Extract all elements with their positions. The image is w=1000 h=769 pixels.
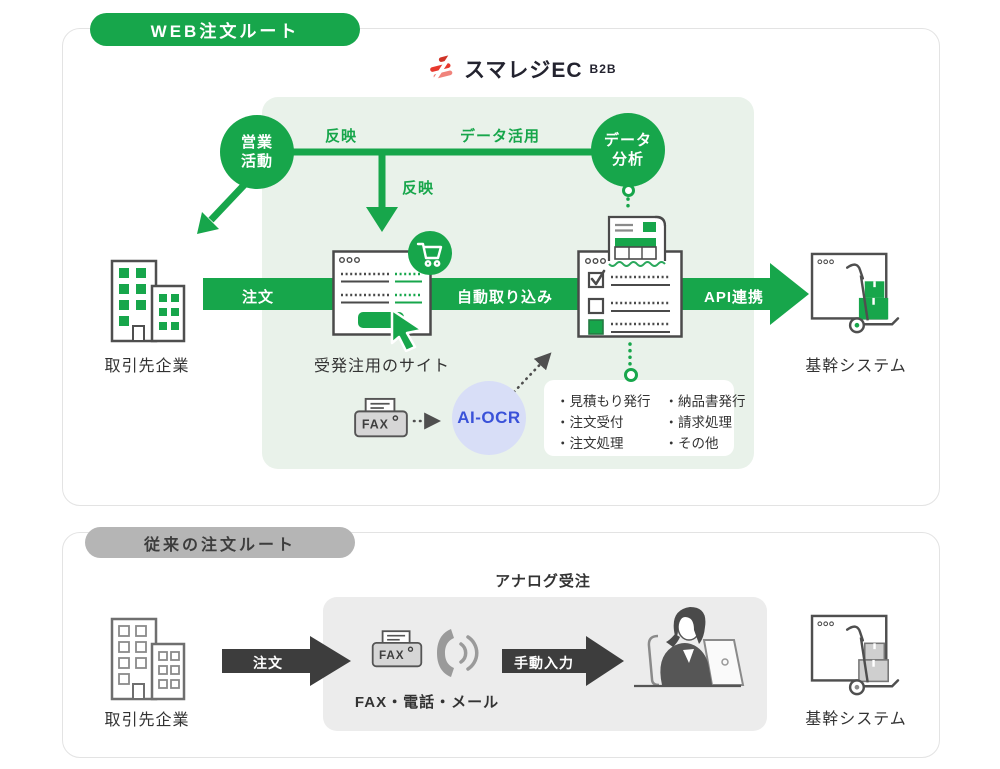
analog-order-label: アナログ受注 <box>495 573 591 590</box>
core-system-icon-top <box>810 252 900 334</box>
connector-ring-list <box>624 368 638 382</box>
feature-item: ・注文受付 <box>556 415 624 430</box>
cart-icon <box>408 231 452 275</box>
data-analysis-line1: データ <box>603 132 652 149</box>
data-analysis-node: データ 分析 <box>591 113 665 187</box>
core-system-label-top: 基幹システム <box>805 358 907 375</box>
client-label-top: 取引先企業 <box>104 358 190 375</box>
feature-item: ・納品書発行 <box>664 394 746 409</box>
feature-item: ・注文処理 <box>556 436 624 451</box>
fax-text-top: FAX <box>362 418 389 432</box>
logo-suffix-text: B2B <box>589 62 617 76</box>
sales-activity-node: 営業 活動 <box>220 115 294 189</box>
ai-ocr-node: AI-OCR <box>452 381 526 455</box>
auto-import-band-label: 自動取り込み <box>456 289 553 306</box>
feature-item: ・見積もり発行 <box>556 394 651 409</box>
feature-list-box: ・見積もり発行 ・注文受付 ・注文処理 ・納品書発行 ・請求処理 ・その他 <box>544 380 746 456</box>
smaregi-logo-icon <box>429 53 454 85</box>
core-system-label-legacy: 基幹システム <box>805 711 907 728</box>
logo-brand-text: スマレジEC <box>464 59 583 82</box>
legacy-route-pill: 従来の注文ルート <box>85 527 355 558</box>
fax-icon-legacy: FAX <box>371 630 423 668</box>
phone-icon <box>437 629 479 677</box>
manual-input-label: 手動入力 <box>514 655 574 671</box>
web-route-pill: WEB注文ルート <box>90 13 360 46</box>
feature-col-2: ・納品書発行 ・請求処理 ・その他 <box>665 391 746 456</box>
ai-ocr-label: AI-OCR <box>457 408 521 427</box>
feature-item: ・その他 <box>664 436 719 451</box>
client-buildings-icon-legacy <box>110 617 186 701</box>
data-use-label: データ活用 <box>459 128 540 145</box>
cursor-icon <box>390 308 424 352</box>
sales-activity-line2: 活動 <box>240 153 273 170</box>
connector-ring-top <box>622 184 635 197</box>
feature-col-1: ・見積もり発行 ・注文受付 ・注文処理 <box>556 391 651 456</box>
channels-label: FAX・電話・メール <box>354 694 500 711</box>
feature-item: ・請求処理 <box>664 415 733 430</box>
data-analysis-line2: 分析 <box>611 151 644 168</box>
fax-icon-top: FAX <box>354 397 408 438</box>
client-label-legacy: 取引先企業 <box>104 712 190 729</box>
api-band-label: API連携 <box>703 289 764 306</box>
client-buildings-icon <box>110 259 186 343</box>
brand-logo: スマレジEC B2B <box>427 52 617 86</box>
receipt-icon <box>607 215 669 272</box>
core-system-icon-legacy <box>810 614 900 696</box>
order-band-label: 注文 <box>241 289 274 306</box>
legacy-route-pill-label: 従来の注文ルート <box>143 536 296 554</box>
web-route-pill-label: WEB注文ルート <box>150 22 300 41</box>
reflect-top-label: 反映 <box>324 128 357 145</box>
sales-activity-line1: 営業 <box>240 134 273 151</box>
reflect-down-label: 反映 <box>401 180 434 197</box>
operator-person-icon <box>634 607 745 688</box>
order-site-label: 受発注用のサイト <box>313 358 450 375</box>
fax-text-legacy: FAX <box>379 649 404 662</box>
order-label-legacy: 注文 <box>253 655 283 671</box>
